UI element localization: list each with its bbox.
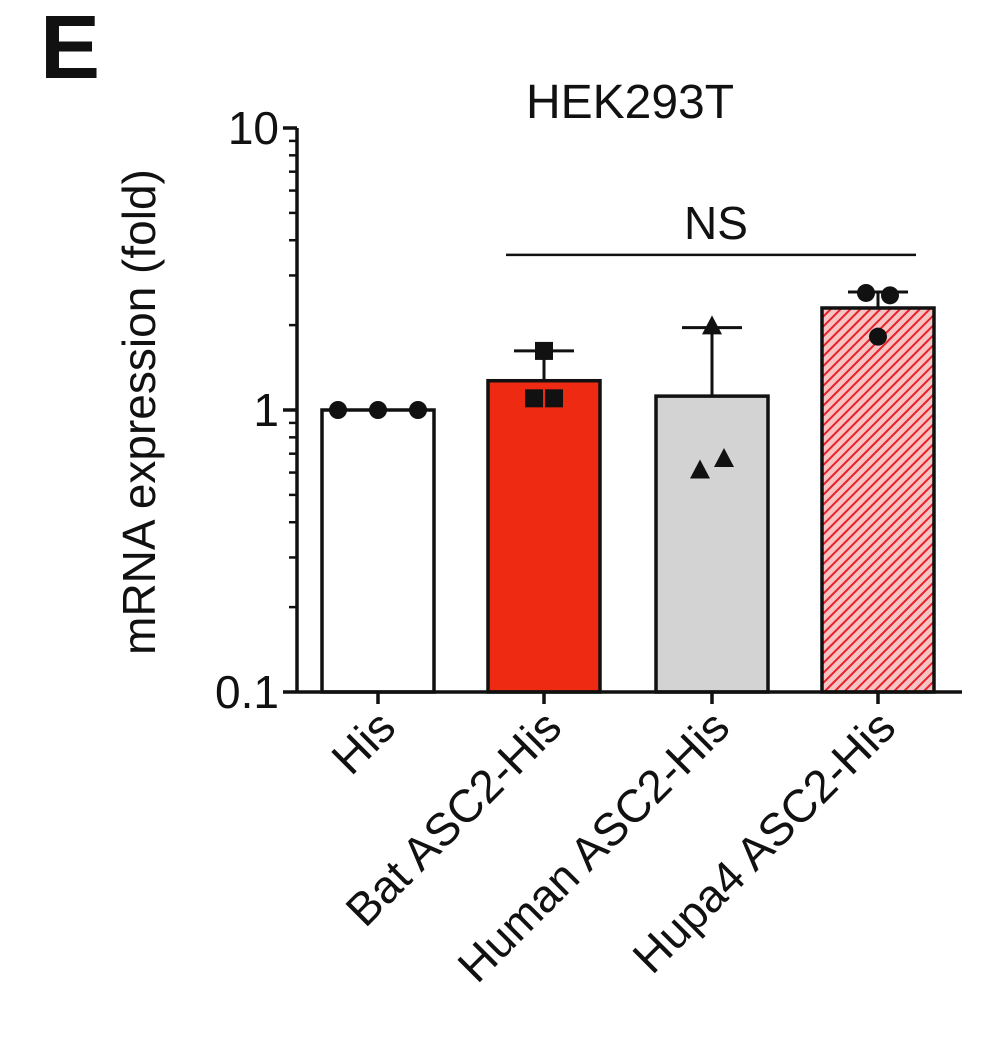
y-tick-label: 0.1: [215, 666, 279, 718]
data-point: [702, 315, 722, 335]
y-tick-label: 1: [253, 384, 279, 436]
bar: [320, 408, 436, 694]
data-point: [535, 341, 553, 360]
bar: [486, 378, 602, 694]
y-axis-label: mRNA expression (fold): [113, 169, 165, 655]
data-point: [857, 283, 875, 302]
data-point: [869, 327, 887, 346]
significance-annotation: NS: [506, 197, 916, 257]
data-point: [409, 401, 427, 419]
y-tick-label: 10: [228, 102, 279, 154]
data-point: [369, 401, 387, 419]
data-point: [690, 459, 710, 479]
x-tick-label: His: [321, 700, 405, 784]
plot-area: [320, 283, 936, 694]
significance-label: NS: [684, 197, 748, 249]
data-point: [525, 389, 543, 408]
bar: [654, 394, 770, 694]
y-axis: 0.1 1 10: [215, 102, 299, 718]
data-point: [714, 448, 734, 468]
data-point: [881, 286, 899, 305]
panel-letter: E: [40, 0, 100, 98]
data-point: [329, 401, 347, 419]
chart-title: HEK293T: [526, 76, 734, 129]
bar: [820, 306, 936, 694]
data-point: [545, 389, 563, 408]
